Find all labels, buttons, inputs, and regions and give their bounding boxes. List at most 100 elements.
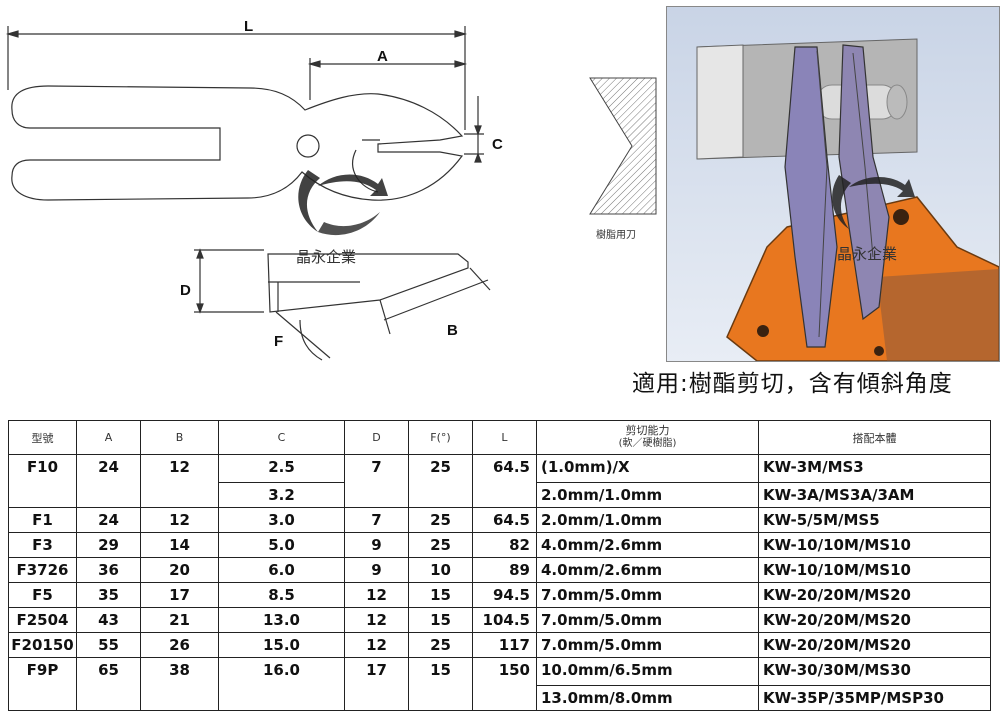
cell-b: 14 (140, 532, 219, 558)
cell-l: 94.5 (472, 582, 537, 608)
cell-f: 25 (408, 632, 473, 658)
blade-technical-drawing (5, 26, 491, 361)
cell-l: 150 (472, 657, 537, 711)
cell-a: 55 (76, 632, 141, 658)
cell-a: 65 (76, 657, 141, 711)
header-l: L (472, 420, 537, 455)
cell-capacity: 10.0mm/6.5mm (536, 657, 759, 686)
company-logo-icon (298, 170, 388, 236)
cell-capacity: 4.0mm/2.6mm (536, 532, 759, 558)
cell-d: 12 (344, 607, 409, 633)
spec-table: 型號 A B C D F(°) L 剪切能力 (軟／硬樹脂) 搭配本體 F10 … (8, 420, 991, 711)
cell-l: 89 (472, 557, 537, 583)
cell-model: F5 (8, 582, 77, 608)
cell-capacity: 7.0mm/5.0mm (536, 632, 759, 658)
dim-label-c: C (492, 136, 503, 153)
cell-model: F20150 (8, 632, 77, 658)
cell-d: 12 (344, 632, 409, 658)
cell-b: 26 (140, 632, 219, 658)
cell-a: 43 (76, 607, 141, 633)
cell-d: 17 (344, 657, 409, 711)
header-a: A (76, 420, 141, 455)
table-row: F1 24 12 3.0 7 25 64.5 2.0mm/1.0mm KW-5/… (8, 507, 991, 533)
cell-f: 15 (408, 607, 473, 633)
cell-c: 2.5 (218, 454, 345, 483)
dim-label-l: L (244, 18, 254, 35)
cell-capacity: 4.0mm/2.6mm (536, 557, 759, 583)
header-b: B (140, 420, 219, 455)
table-row: F20150 55 26 15.0 12 25 117 7.0mm/5.0mm … (8, 632, 991, 658)
dim-label-d: D (180, 282, 191, 299)
cell-capacity: 2.0mm/1.0mm (536, 507, 759, 533)
table-row: F5 35 17 8.5 12 15 94.5 7.0mm/5.0mm KW-2… (8, 582, 991, 608)
cell-body: KW-5/5M/MS5 (758, 507, 991, 533)
cell-model: F1 (8, 507, 77, 533)
table-row: 3.2 2.0mm/1.0mm KW-3A/MS3A/3AM (9, 482, 991, 508)
cell-body: KW-30/30M/MS30 (758, 657, 991, 686)
cell-c: 3.2 (218, 482, 345, 508)
cell-body: KW-20/20M/MS20 (758, 582, 991, 608)
cell-capacity: (1.0mm)/X (536, 454, 759, 483)
cell-a: 35 (76, 582, 141, 608)
cell-a: 29 (76, 532, 141, 558)
header-capacity-sub: (軟／硬樹脂) (618, 438, 677, 449)
cell-d: 9 (344, 532, 409, 558)
cell-body: KW-10/10M/MS10 (758, 557, 991, 583)
header-c: C (218, 420, 345, 455)
cell-capacity: 7.0mm/5.0mm (536, 582, 759, 608)
blade-profile-label: 樹脂用刀 (596, 230, 636, 241)
cell-f: 25 (408, 454, 473, 508)
dim-label-f: F (274, 333, 284, 350)
cell-b: 21 (140, 607, 219, 633)
cell-c: 3.0 (218, 507, 345, 533)
application-caption: 適用:樹酯剪切，含有傾斜角度 (632, 371, 953, 397)
cell-d: 7 (344, 507, 409, 533)
cell-f: 10 (408, 557, 473, 583)
cell-l: 104.5 (472, 607, 537, 633)
dim-label-b: B (447, 322, 458, 339)
cell-c: 15.0 (218, 632, 345, 658)
table-row: F3726 36 20 6.0 9 10 89 4.0mm/2.6mm KW-1… (8, 557, 991, 583)
cell-b: 38 (140, 657, 219, 711)
cell-b: 20 (140, 557, 219, 583)
render-watermark-text: 晶永企業 (837, 245, 898, 263)
table-row: F2504 43 21 13.0 12 15 104.5 7.0mm/5.0mm… (8, 607, 991, 633)
cell-model: F3726 (8, 557, 77, 583)
cell-model: F3 (8, 532, 77, 558)
cell-b: 17 (140, 582, 219, 608)
cell-f: 25 (408, 507, 473, 533)
cell-a: 36 (76, 557, 141, 583)
cell-c: 13.0 (218, 607, 345, 633)
cell-body: KW-10/10M/MS10 (758, 532, 991, 558)
cell-model: F9P (8, 657, 77, 711)
cell-model: F10 (8, 454, 77, 508)
cell-d: 12 (344, 582, 409, 608)
table-row: F9P 65 38 16.0 17 15 150 10.0mm/6.5mm KW… (8, 657, 991, 711)
header-f: F(°) (408, 420, 473, 455)
cell-c: 16.0 (218, 657, 345, 711)
cell-l: 117 (472, 632, 537, 658)
header-model: 型號 (8, 420, 77, 455)
cell-capacity: 2.0mm/1.0mm (536, 482, 759, 508)
cell-b: 12 (140, 454, 219, 508)
cell-body: KW-35P/35MP/MSP30 (758, 685, 991, 711)
table-row: 13.0mm/8.0mm KW-35P/35MP/MSP30 (9, 685, 991, 711)
table-row: F3 29 14 5.0 9 25 82 4.0mm/2.6mm KW-10/1… (8, 532, 991, 558)
blade-profile-diagram (589, 77, 657, 215)
cell-f: 25 (408, 532, 473, 558)
table-row: F10 24 12 2.5 7 25 64.5 (1.0mm)/X KW-3M/… (8, 454, 991, 508)
cell-c: 5.0 (218, 532, 345, 558)
header-body: 搭配本體 (758, 420, 991, 455)
cell-f: 15 (408, 657, 473, 711)
cell-a: 24 (76, 507, 141, 533)
cell-c: 6.0 (218, 557, 345, 583)
cell-body: KW-3A/MS3A/3AM (758, 482, 991, 508)
cell-c: 8.5 (218, 582, 345, 608)
cell-d: 7 (344, 454, 409, 508)
watermark-text: 晶永企業 (296, 248, 357, 266)
cell-body: KW-20/20M/MS20 (758, 632, 991, 658)
cell-capacity: 7.0mm/5.0mm (536, 607, 759, 633)
cell-model: F2504 (8, 607, 77, 633)
cell-d: 9 (344, 557, 409, 583)
dim-label-a: A (377, 48, 388, 65)
